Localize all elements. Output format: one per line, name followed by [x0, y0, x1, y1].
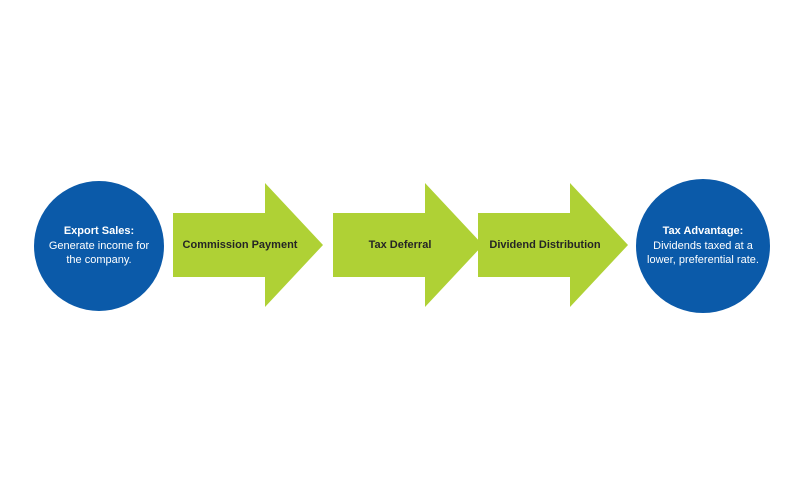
end-node-title: Tax Advantage:	[662, 225, 744, 238]
flow-step-tax-deferral: Tax Deferral	[333, 183, 483, 307]
start-node-title: Export Sales:	[63, 225, 135, 238]
right-block-arrow-icon	[478, 183, 628, 307]
end-node-description: Dividends taxed at a lower, preferential…	[647, 239, 759, 267]
flow-step-label: Tax Deferral	[368, 239, 432, 251]
flow-step-label: Commission Payment	[182, 239, 298, 251]
end-node-tax-advantage: Tax Advantage: Dividends taxed at a lowe…	[636, 179, 770, 313]
flow-step-label: Dividend Distribution	[489, 239, 601, 251]
flow-step-commission-payment: Commission Payment	[173, 183, 323, 307]
right-block-arrow-icon	[333, 183, 483, 307]
flow-step-dividend-distribution: Dividend Distribution	[478, 183, 628, 307]
right-block-arrow-icon	[173, 183, 323, 307]
start-node-export-sales: Export Sales: Generate income for the co…	[34, 181, 164, 311]
start-node-description: Generate income for the company.	[48, 239, 150, 267]
